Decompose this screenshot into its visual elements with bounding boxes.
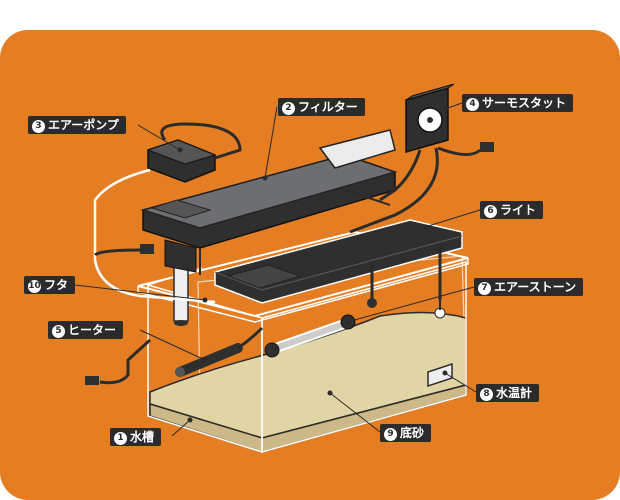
heater <box>85 326 264 385</box>
label-text: ライト <box>500 203 537 217</box>
label-number: 10 <box>28 280 41 293</box>
label-text: 水槽 <box>130 430 155 444</box>
label-text: 水温計 <box>496 386 533 400</box>
label-number: 3 <box>32 120 45 133</box>
label-number: 6 <box>484 205 497 218</box>
label-text: 底砂 <box>400 426 425 440</box>
label-text: ヒーター <box>68 323 117 337</box>
sand-bed <box>149 311 467 439</box>
label-number: 1 <box>114 432 127 445</box>
label-text: フタ <box>44 278 69 292</box>
label-text: フィルター <box>298 100 358 114</box>
label-text: エアーポンプ <box>48 118 119 132</box>
label-text: エアーストーン <box>494 280 577 294</box>
label-text: サーモスタット <box>482 96 567 110</box>
air-pump <box>93 122 242 304</box>
leader-lines <box>74 102 481 437</box>
label-number: 8 <box>480 388 493 401</box>
label-number: 9 <box>384 428 397 441</box>
label-number: 7 <box>478 282 491 295</box>
label-number: 5 <box>52 325 65 338</box>
water-thermometer <box>427 362 453 388</box>
filter <box>140 129 398 326</box>
label-number: 2 <box>282 102 295 115</box>
label-number: 4 <box>466 98 479 111</box>
thermostat <box>349 83 494 234</box>
lid <box>137 230 469 323</box>
